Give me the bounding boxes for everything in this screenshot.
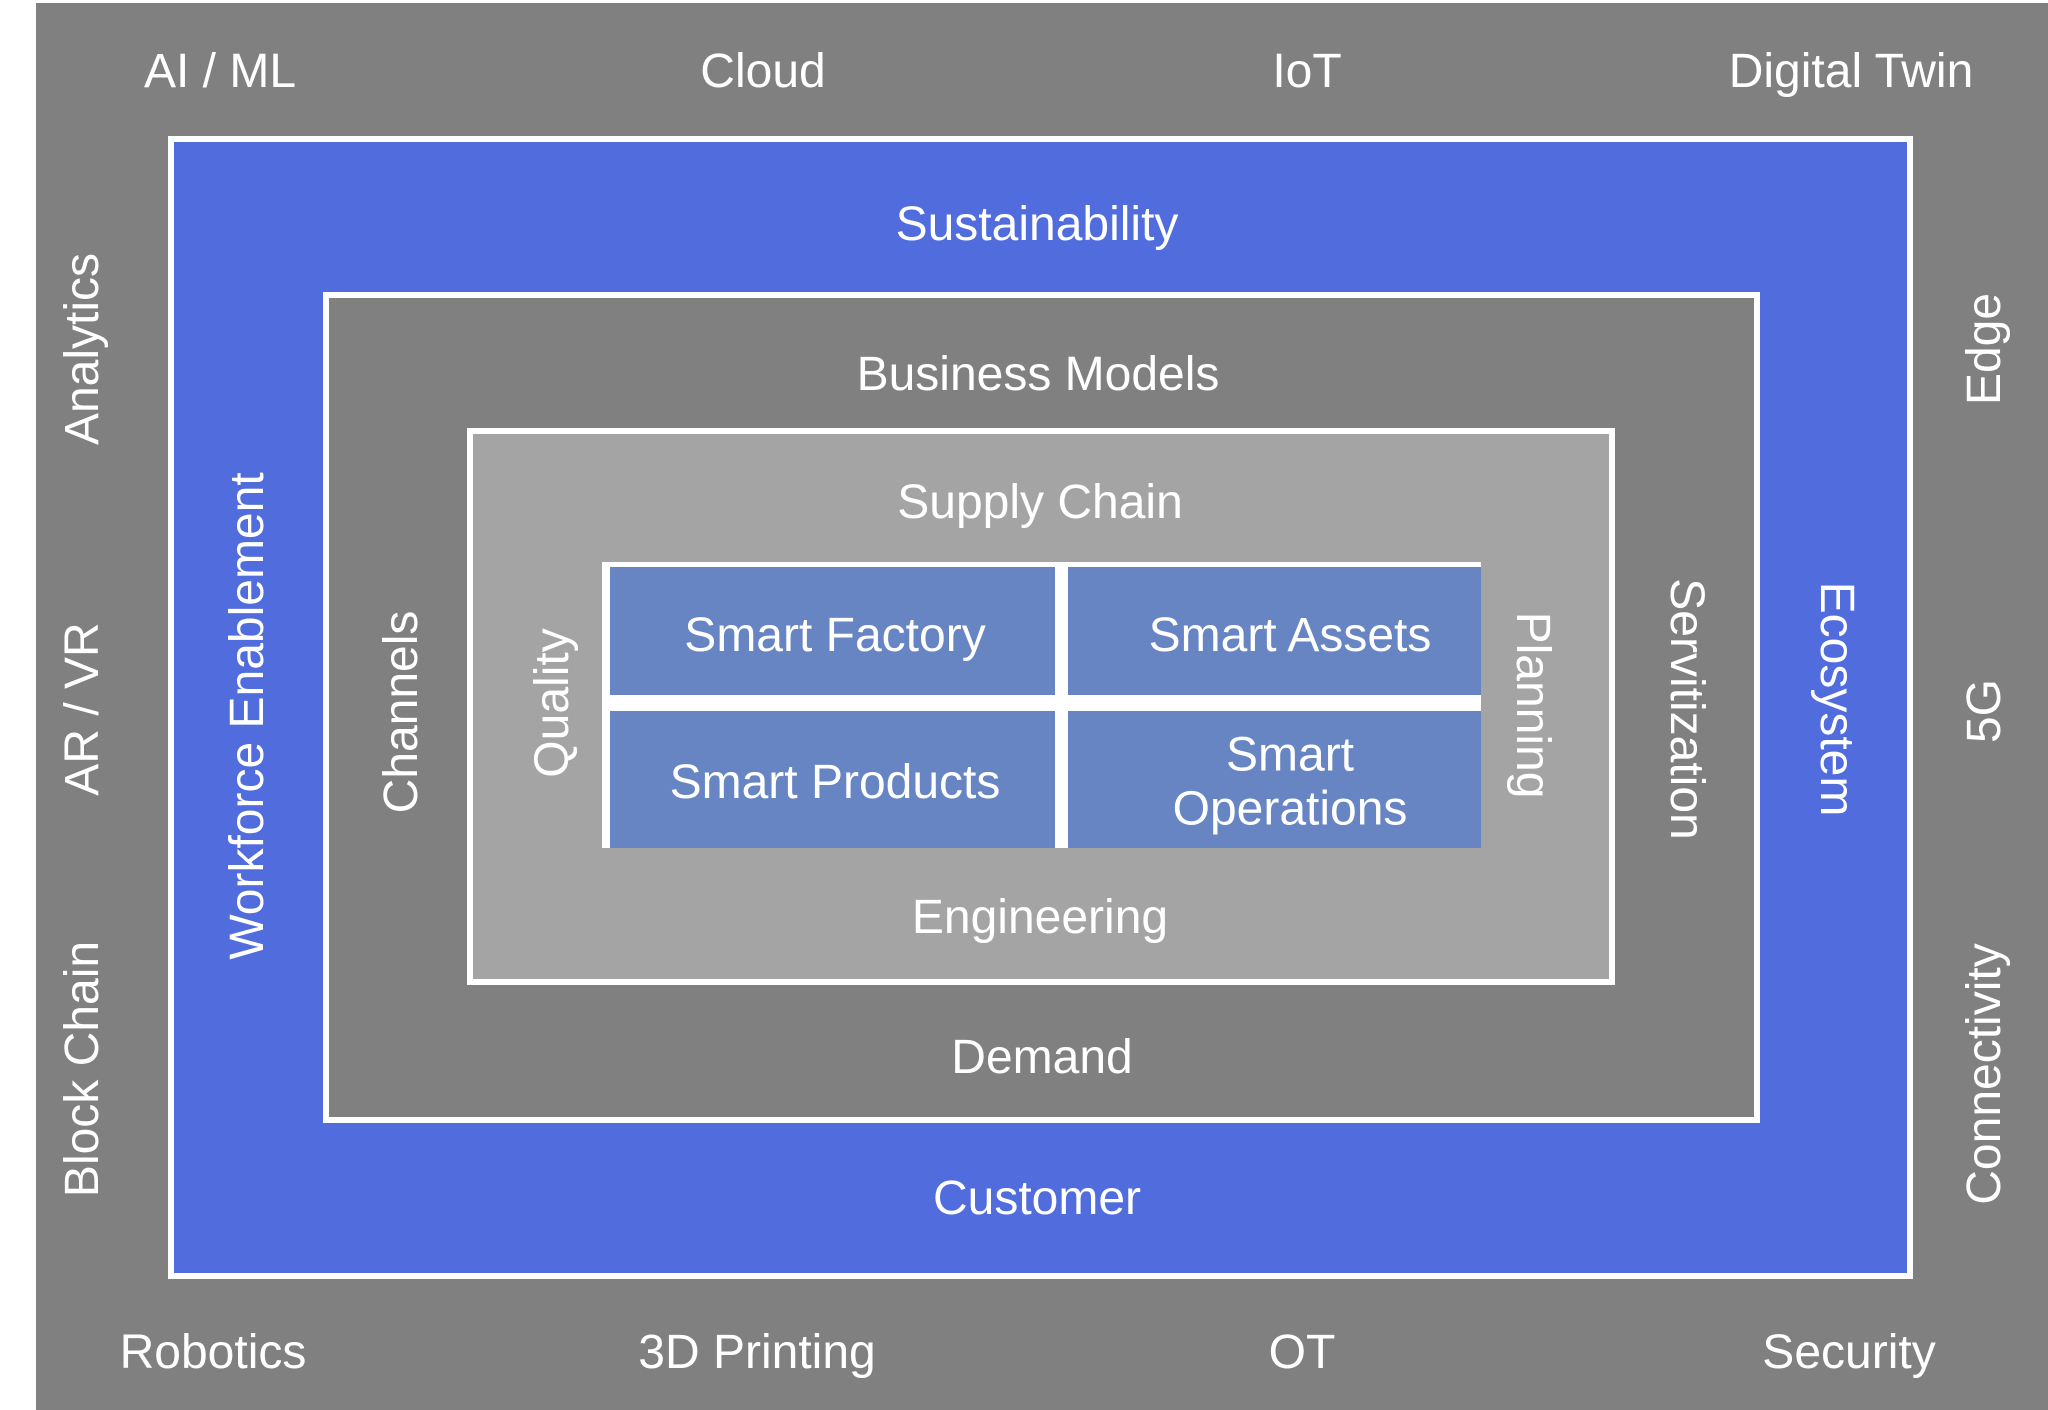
label-ar-vr: AR / VR	[56, 622, 109, 796]
core-cell-smart-products	[610, 711, 1055, 848]
label-channels: Channels	[375, 610, 428, 814]
label-customer: Customer	[932, 1172, 1142, 1225]
label-smart-operations-line1: Smart	[1225, 728, 1355, 782]
label-block-chain: Block Chain	[56, 940, 109, 1198]
label-iot: IoT	[1272, 45, 1342, 98]
label-planning: Planning	[1506, 611, 1559, 799]
label-analytics: Analytics	[56, 252, 109, 446]
label-engineering: Engineering	[911, 891, 1169, 944]
label-supply-chain: Supply Chain	[897, 476, 1183, 529]
label-business-models: Business Models	[856, 348, 1220, 401]
label-digital-twin: Digital Twin	[1728, 45, 1974, 98]
label-workforce-enablement: Workforce Enablement	[221, 472, 274, 960]
label-smart-operations: Smart Operations	[1173, 728, 1408, 836]
label-cloud: Cloud	[700, 45, 826, 98]
label-smart-products: Smart Products	[669, 756, 1001, 809]
label-connectivity: Connectivity	[1958, 943, 2011, 1205]
label-security: Security	[1762, 1326, 1936, 1379]
label-3d-printing: 3D Printing	[638, 1326, 876, 1379]
core-cell-smart-operations	[1068, 711, 1481, 848]
label-smart-assets: Smart Assets	[1148, 609, 1432, 662]
label-ecosystem: Ecosystem	[1810, 581, 1863, 817]
core-cell-smart-assets	[1068, 567, 1481, 695]
label-robotics: Robotics	[119, 1326, 307, 1379]
label-ot: OT	[1268, 1326, 1336, 1379]
label-smart-operations-line2: Operations	[1172, 782, 1408, 835]
label-smart-factory: Smart Factory	[684, 609, 986, 662]
label-edge: Edge	[1958, 292, 2011, 406]
label-ai-ml: AI / ML	[143, 45, 297, 98]
label-sustainability: Sustainability	[895, 198, 1179, 251]
label-quality: Quality	[526, 628, 579, 778]
label-5g: 5G	[1958, 678, 2011, 744]
label-servitization: Servitization	[1660, 578, 1713, 840]
label-demand: Demand	[951, 1031, 1133, 1084]
core-cell-smart-factory	[610, 567, 1055, 695]
